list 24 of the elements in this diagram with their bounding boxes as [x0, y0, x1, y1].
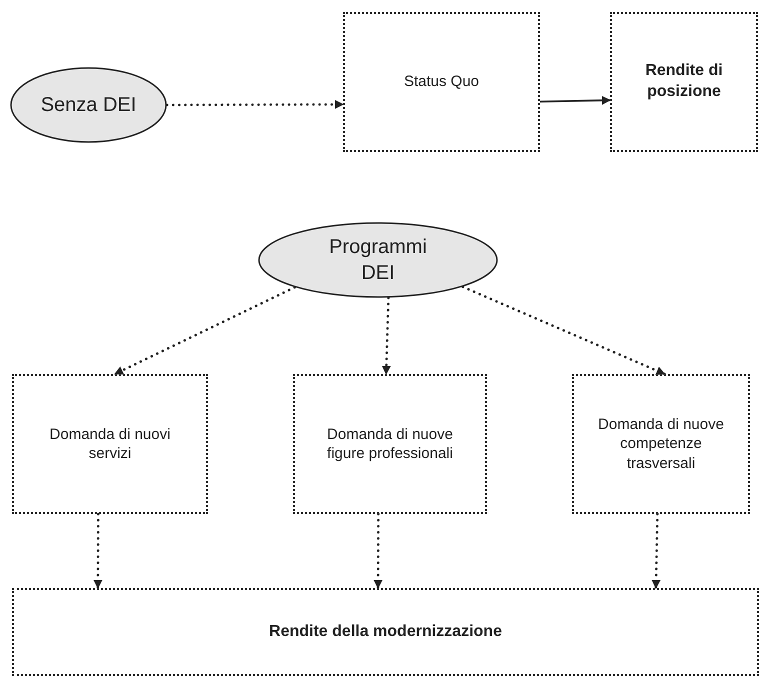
ellipse-node: [258, 222, 498, 298]
process-box: [572, 374, 750, 514]
arrow: [93, 512, 102, 590]
arrow: [382, 296, 391, 376]
node-label: Status Quo: [404, 72, 480, 92]
arrow: [374, 512, 383, 590]
process-box: [610, 12, 758, 152]
node-label: Domanda di nuovi servizi: [48, 424, 172, 464]
node-label: Senza DEI: [40, 93, 136, 118]
node-label: Programmi DEI: [328, 235, 428, 286]
process-box: [343, 12, 540, 152]
node-label: Domanda di nuove figure professionali: [326, 424, 454, 464]
arrow: [540, 96, 611, 105]
node-label: Domanda di nuove competenze trasversali: [597, 414, 725, 474]
node-label: Rendite di posizione: [644, 61, 724, 102]
arrow: [166, 100, 344, 109]
process-box: [293, 374, 487, 514]
ellipse-node: [10, 67, 167, 143]
arrow: [462, 286, 666, 376]
process-box: [12, 374, 208, 514]
process-box: [12, 588, 759, 676]
arrow: [652, 512, 661, 590]
node-label: Rendite della modernizzazione: [269, 622, 502, 642]
arrow: [114, 286, 296, 376]
